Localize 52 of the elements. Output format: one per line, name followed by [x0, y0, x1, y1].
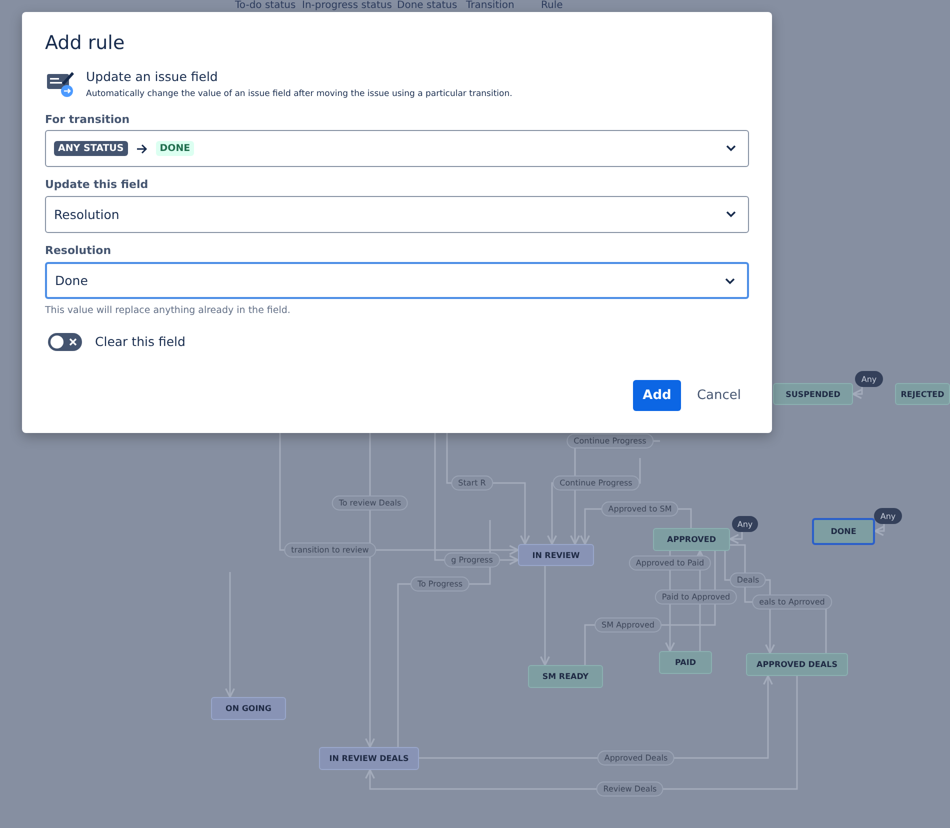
any-badge: Any — [855, 371, 883, 387]
dialog-title: Add rule — [45, 32, 125, 54]
legend-text: Rule — [541, 0, 563, 11]
status-box: ON GOING — [211, 697, 286, 720]
transition-label: transition to review — [284, 542, 376, 558]
toggle-label: Clear this field — [95, 334, 186, 349]
any-badge: Any — [732, 516, 758, 532]
transition-label: Approved Deals — [597, 750, 675, 766]
status-lozenge: ANY STATUS — [54, 141, 128, 156]
status-box: DONE — [812, 518, 875, 545]
select-field: Resolution — [45, 196, 749, 233]
status-lozenge: DONE — [156, 141, 194, 156]
transition-label: Continue Progress — [566, 434, 654, 448]
arrow — [852, 387, 863, 400]
arrow — [224, 572, 236, 698]
status-box: APPROVED DEALS — [746, 653, 848, 676]
add-button: Add — [633, 380, 681, 411]
transition-label: Paid to Approved — [654, 590, 738, 604]
arrow — [874, 524, 885, 536]
select-field: Done — [45, 262, 749, 299]
status-box: PAID — [659, 651, 712, 674]
legend-text: In-progress status — [302, 0, 392, 11]
arrow — [540, 566, 550, 666]
arrow — [364, 433, 376, 748]
transition-label: To review Deals — [332, 496, 408, 510]
description-text: Automatically change the value of an issue field after moving the issue using a particular transition. — [86, 89, 512, 99]
helper-text: This value will replace anything already in the field. — [45, 305, 290, 316]
status-box: SUSPENDED — [773, 383, 853, 405]
status-box: IN REVIEW DEALS — [319, 747, 419, 770]
transition-label: Approved to Paid — [628, 556, 712, 570]
arrow — [729, 532, 743, 544]
any-badge: Any — [874, 508, 902, 524]
legend-text: Done status — [397, 0, 458, 11]
transition-label: Review Deals — [596, 782, 664, 796]
transition-label: Start R — [451, 476, 493, 490]
field-label: Update this field — [45, 178, 148, 191]
status-box: REJECTED — [895, 383, 950, 405]
field-label: Resolution — [45, 244, 112, 257]
transition-label: To Progress — [410, 576, 470, 592]
transition-label: Deals — [730, 572, 766, 588]
transition-label: g Progress — [444, 552, 500, 568]
legend-text: Transition — [466, 0, 514, 11]
legend-text: To-do status — [235, 0, 296, 11]
transition-label: eals to Aprroved — [752, 594, 832, 610]
transition-label: Approved to SM — [601, 502, 679, 516]
status-box: IN REVIEW — [518, 544, 594, 566]
status-box: APPROVED — [653, 528, 730, 551]
section-heading: Update an issue field — [86, 69, 218, 84]
field-label: For transition — [45, 113, 130, 126]
status-box: SM READY — [528, 665, 603, 688]
transition-label: SM Approved — [594, 618, 662, 632]
transition-label: Continue Progress — [552, 476, 640, 490]
